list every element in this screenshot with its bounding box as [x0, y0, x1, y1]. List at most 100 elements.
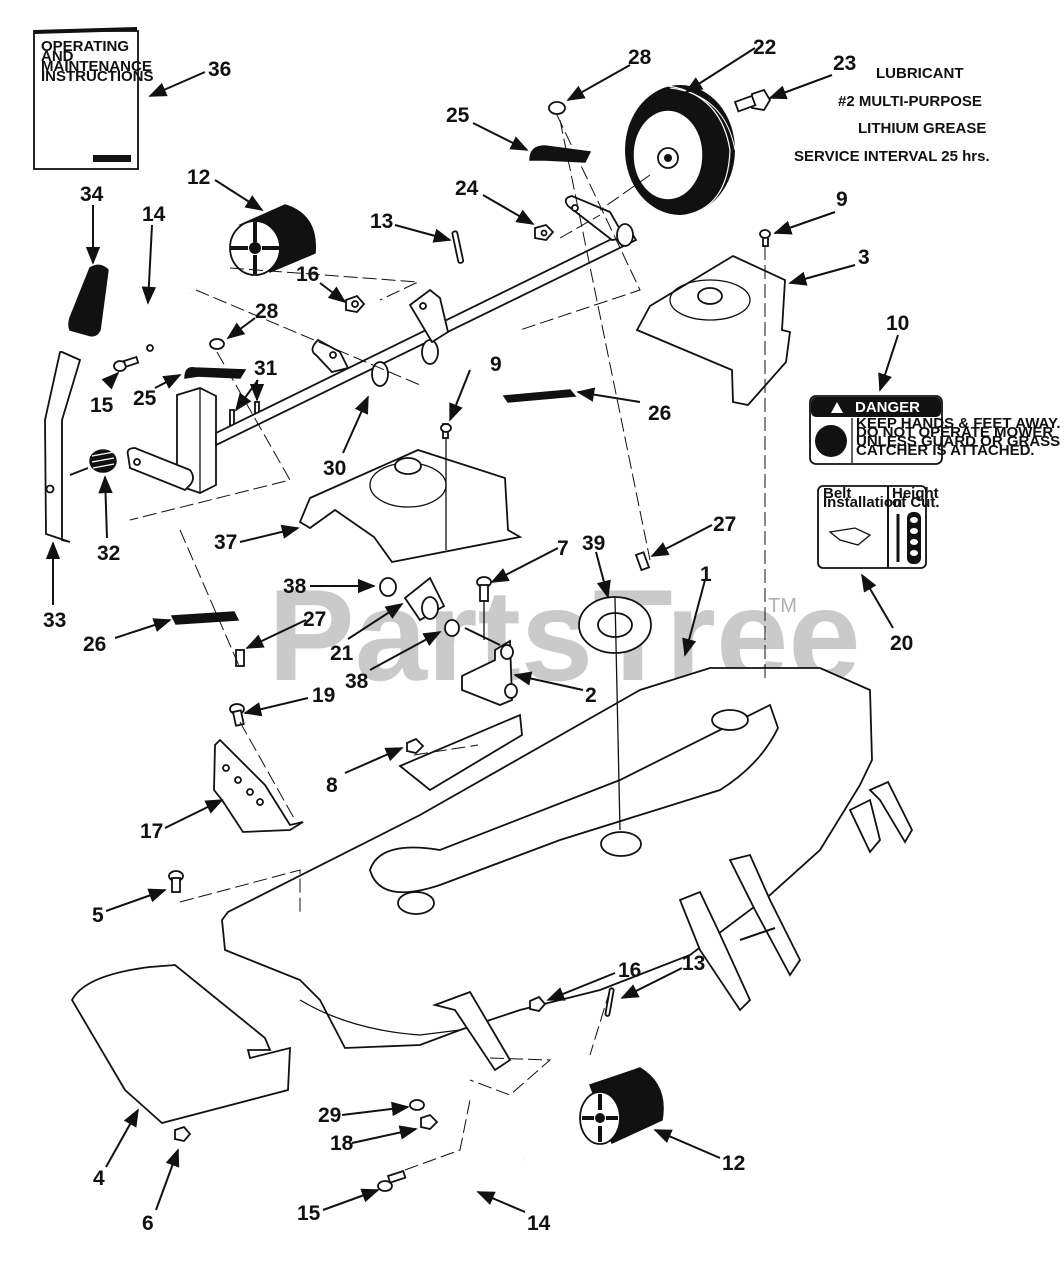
callout-39[interactable]: 39: [582, 532, 605, 555]
callout-38[interactable]: 38: [345, 670, 369, 693]
callout-3[interactable]: 3: [858, 246, 870, 269]
callout-25[interactable]: 25: [446, 104, 470, 127]
part-15-bolt-top[interactable]: [113, 355, 140, 372]
part-14-height-handle-bottom[interactable]: [428, 1158, 526, 1190]
part-22-wheel[interactable]: [625, 84, 736, 217]
part-13-cotter-pin-top[interactable]: [451, 230, 465, 264]
callout-labels: 36 34 12 14 16 13 28 31 15 25 32 33 30 9…: [43, 36, 913, 1235]
part-2-idler-bracket[interactable]: [461, 627, 518, 706]
callout-5[interactable]: 5: [92, 904, 104, 927]
part-12-roller-top[interactable]: [229, 204, 316, 276]
service-interval: SERVICE INTERVAL 25 hrs.: [794, 148, 990, 165]
callout-23[interactable]: 23: [833, 52, 856, 75]
callout-6[interactable]: 6: [142, 1212, 154, 1235]
part-20-belt-height-decal[interactable]: Belt Installation. Height of Cut.: [817, 485, 939, 569]
part-16-nut-top[interactable]: [345, 294, 366, 313]
callout-17[interactable]: 17: [140, 820, 163, 843]
part-10-danger-decal[interactable]: DANGER KEEP HANDS & FEET AWAY. DO NOT OP…: [809, 395, 1061, 465]
part-7-bolt[interactable]: [476, 576, 492, 602]
part-29-washer[interactable]: [409, 1099, 425, 1111]
callout-7[interactable]: 7: [557, 537, 569, 560]
lubricant-note: LUBRICANT #2 MULTI-PURPOSE LITHIUM GREAS…: [794, 65, 990, 165]
callout-13[interactable]: 13: [682, 952, 705, 975]
callout-10[interactable]: 10: [886, 312, 909, 335]
callout-18[interactable]: 18: [330, 1132, 354, 1155]
callout-8[interactable]: 8: [326, 774, 338, 797]
part-16-nut-bottom[interactable]: [529, 995, 547, 1012]
callout-9[interactable]: 9: [490, 353, 502, 376]
callout-13[interactable]: 13: [370, 210, 393, 233]
part-21-spacer[interactable]: [403, 576, 446, 622]
part-37-spindle-cover-center[interactable]: [298, 423, 523, 563]
callout-21[interactable]: 21: [330, 642, 354, 665]
part-25-clip-left[interactable]: [184, 366, 247, 379]
part-24-nut[interactable]: [534, 223, 555, 241]
part-6-nut[interactable]: [174, 1125, 192, 1142]
callout-2[interactable]: 2: [585, 684, 597, 707]
part-38-washer-right[interactable]: [444, 619, 460, 637]
part-28-nut-top[interactable]: [548, 101, 566, 115]
part-4-discharge-guard[interactable]: [70, 964, 291, 1124]
part-28-nut-left[interactable]: [209, 338, 225, 350]
callout-33[interactable]: 33: [43, 609, 66, 632]
callout-27[interactable]: 27: [303, 608, 326, 631]
part-13-cotter-pin-bottom[interactable]: [604, 987, 615, 1017]
part-17-bracket[interactable]: [213, 738, 304, 833]
callout-12[interactable]: 12: [722, 1152, 745, 1175]
danger-decal-line1: KEEP HANDS & FEET AWAY.: [856, 415, 1061, 432]
part-3-spindle-cover-right[interactable]: [635, 229, 791, 406]
callout-1[interactable]: 1: [700, 563, 712, 586]
callout-14[interactable]: 14: [142, 203, 166, 226]
callout-36[interactable]: 36: [208, 58, 231, 81]
callout-4[interactable]: 4: [93, 1167, 105, 1190]
callout-37[interactable]: 37: [214, 531, 237, 554]
callout-19[interactable]: 19: [312, 684, 335, 707]
part-1-mower-deck[interactable]: [221, 667, 914, 1072]
callout-14[interactable]: 14: [527, 1212, 551, 1235]
part-26-block-right[interactable]: [502, 389, 577, 403]
callout-22[interactable]: 22: [753, 36, 776, 59]
callout-16[interactable]: 16: [618, 959, 641, 982]
callout-38[interactable]: 38: [283, 575, 307, 598]
callout-28[interactable]: 28: [628, 46, 652, 69]
part-15-bolt-bottom[interactable]: [377, 1169, 407, 1192]
callout-15[interactable]: 15: [297, 1202, 321, 1225]
callout-29[interactable]: 29: [318, 1104, 341, 1127]
part-23-wheel-bolt[interactable]: [733, 88, 772, 113]
part-18-nut[interactable]: [420, 1113, 439, 1130]
height-decal-title1: Height: [892, 485, 939, 502]
part-27-screw-left[interactable]: [235, 649, 245, 667]
part-32-spring[interactable]: [69, 449, 117, 476]
callout-9[interactable]: 9: [836, 188, 848, 211]
callout-26[interactable]: 26: [648, 402, 671, 425]
callout-16[interactable]: 16: [296, 263, 319, 286]
part-27-screw-right[interactable]: [634, 551, 651, 572]
part-14-height-handle[interactable]: [119, 291, 191, 354]
callout-31[interactable]: 31: [254, 357, 278, 380]
callout-32[interactable]: 32: [97, 542, 120, 565]
part-33-lever[interactable]: [44, 351, 82, 543]
part-38-washer-left[interactable]: [379, 577, 397, 597]
part-5-bolt[interactable]: [168, 870, 184, 893]
callout-15[interactable]: 15: [90, 394, 114, 417]
part-pedal-bracket[interactable]: [126, 387, 260, 494]
callout-12[interactable]: 12: [187, 166, 210, 189]
callout-34[interactable]: 34: [80, 183, 104, 206]
callout-24[interactable]: 24: [455, 177, 479, 200]
part-8-nut[interactable]: [406, 737, 425, 754]
part-34-pedal-pad[interactable]: [68, 264, 109, 337]
part-19-bolt[interactable]: [229, 703, 245, 727]
part-25-clip-top[interactable]: [529, 145, 592, 163]
manual-title-line4: INSTRUCTIONS: [41, 68, 154, 85]
callout-28[interactable]: 28: [255, 300, 279, 323]
callout-30[interactable]: 30: [323, 457, 346, 480]
part-36-operating-manual[interactable]: OPERATING AND MAINTENANCE INSTRUCTIONS: [33, 27, 154, 170]
callout-20[interactable]: 20: [890, 632, 913, 655]
callout-27[interactable]: 27: [713, 513, 736, 536]
callout-26[interactable]: 26: [83, 633, 106, 656]
part-26-block-left[interactable]: [170, 611, 240, 625]
callout-25[interactable]: 25: [133, 387, 157, 410]
callout-arrows: [45, 47, 899, 1213]
part-12-roller-bottom[interactable]: [579, 1067, 664, 1145]
